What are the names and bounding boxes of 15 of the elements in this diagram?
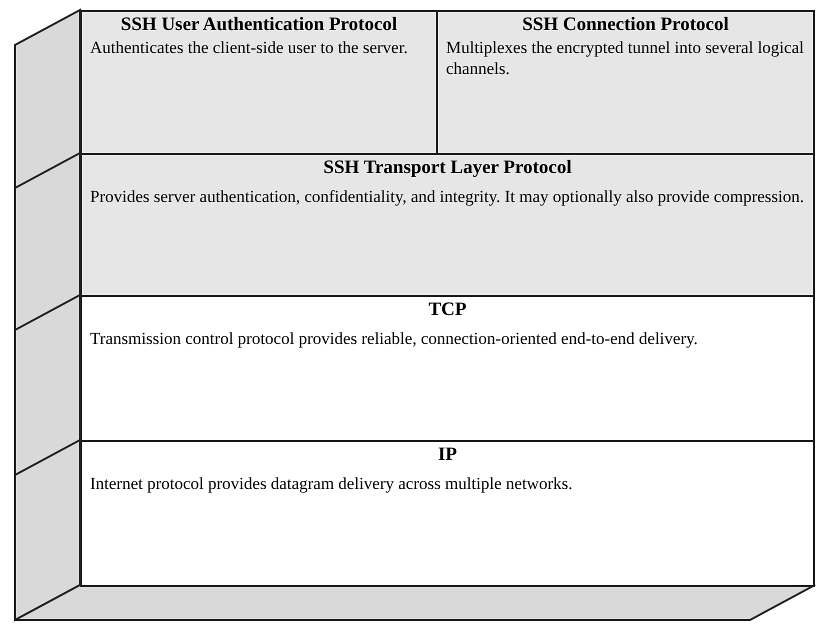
- protocol-layer-box: [80, 295, 815, 442]
- layer-description: Authenticates the client-side user to the server.: [90, 37, 409, 58]
- protocol-layer-box: [80, 440, 815, 587]
- layer-title: SSH User Authentication Protocol: [120, 14, 398, 35]
- layer-title: TCP: [428, 299, 468, 320]
- layer-description: Provides server authentication, confidentiality, and integrity. It may optionally also provide compression.: [90, 186, 805, 207]
- layer-description: Internet protocol provides datagram delivery across multiple networks.: [90, 473, 574, 494]
- layer-title: SSH Transport Layer Protocol: [322, 157, 573, 178]
- layer-description: Transmission control protocol provides reliable, connection-oriented end-to-end delivery.: [90, 328, 699, 349]
- protocol-layer-box: [436, 10, 815, 155]
- layer-title: SSH Connection Protocol: [521, 14, 730, 35]
- layer-description: Multiplexes the encrypted tunnel into several logical channels.: [446, 37, 805, 79]
- protocol-layer-box: [80, 10, 438, 155]
- layer-title: IP: [437, 444, 458, 465]
- protocol-layer-box: [80, 153, 815, 297]
